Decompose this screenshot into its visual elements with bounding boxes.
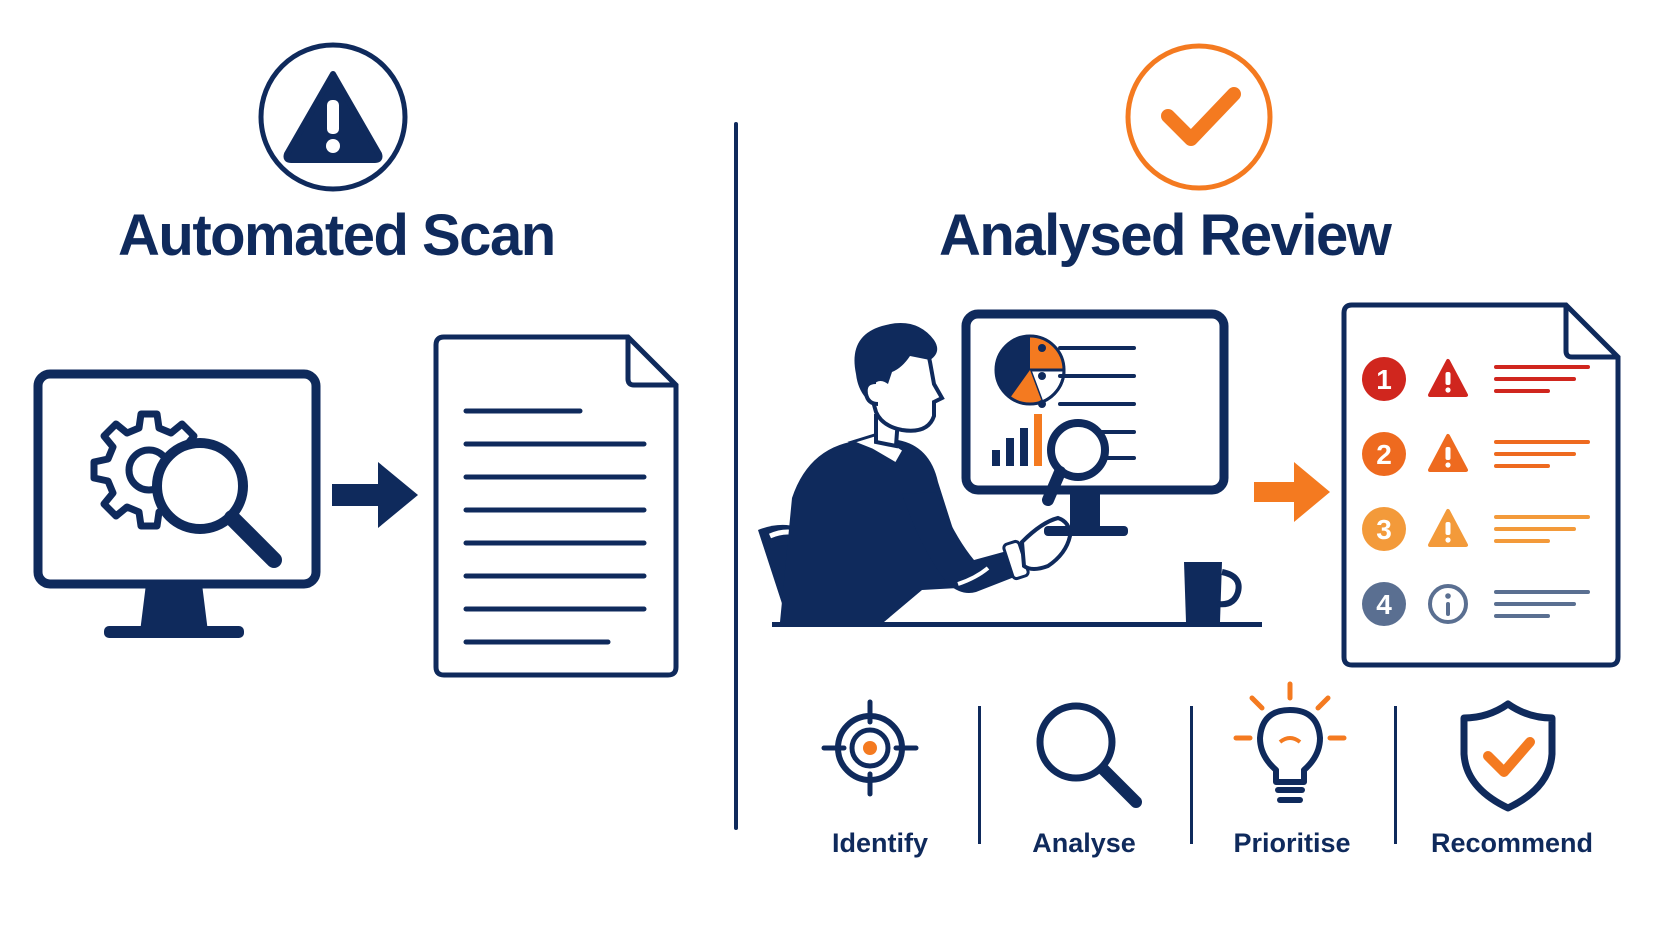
priority-badge xyxy=(1362,507,1406,551)
step-divider xyxy=(1190,706,1193,844)
step-label-identify: Identify xyxy=(831,828,928,858)
check-icon xyxy=(1125,43,1273,191)
magnifier-icon xyxy=(1036,702,1142,808)
info-icon xyxy=(1428,584,1468,624)
priority-number: 3 xyxy=(1376,514,1392,545)
monitor-scan-icon xyxy=(33,369,321,638)
analysed-review-title: Analysed Review xyxy=(939,203,1392,268)
step-label-prioritise: Prioritise xyxy=(1233,828,1351,858)
finding-row: 1 xyxy=(1362,357,1590,401)
lightbulb-icon xyxy=(1233,681,1347,803)
target-icon xyxy=(821,699,919,797)
report-document-icon xyxy=(433,334,679,678)
priority-number: 1 xyxy=(1376,364,1392,395)
priority-badge xyxy=(1362,357,1406,401)
warning-icon xyxy=(258,42,408,192)
priority-number: 2 xyxy=(1376,439,1392,470)
arrow-right-icon xyxy=(1254,462,1330,522)
panel-divider xyxy=(734,122,738,830)
step-label-analyse: Analyse xyxy=(1032,828,1136,858)
step-divider xyxy=(978,706,981,844)
priority-number: 4 xyxy=(1376,589,1392,620)
step-divider xyxy=(1394,706,1397,844)
finding-row: 3 xyxy=(1362,507,1590,551)
analyst-at-computer-illustration xyxy=(758,309,1262,627)
automated-scan-title: Automated Scan xyxy=(118,203,556,268)
magnifier-icon xyxy=(152,438,282,568)
shield-check-icon xyxy=(1460,700,1556,812)
arrow-right-icon xyxy=(332,462,418,528)
step-label-recommend: Recommend xyxy=(1430,828,1594,858)
prioritised-report-icon xyxy=(1341,302,1621,668)
priority-badge xyxy=(1362,582,1406,626)
findings-list: 1 2 3 4 xyxy=(1362,357,1590,626)
finding-row: 4 xyxy=(1362,582,1590,626)
finding-row: 2 xyxy=(1362,432,1590,476)
priority-badge xyxy=(1362,432,1406,476)
